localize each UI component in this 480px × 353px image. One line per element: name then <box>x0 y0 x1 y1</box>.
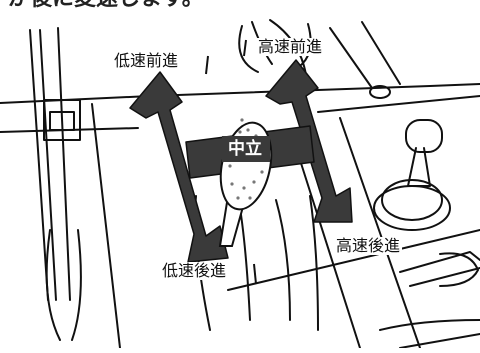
label-low-forward: 低速前進 <box>112 51 181 70</box>
console-slope-mid <box>299 159 361 349</box>
label-high-forward: 高速前進 <box>256 37 325 56</box>
top-caption: が後に変速します。 <box>8 0 204 10</box>
handle-bracket <box>43 99 81 141</box>
console-upper-diagonal <box>329 27 373 89</box>
gate-slot-high <box>275 199 291 321</box>
tick-low-forward <box>205 55 209 75</box>
joystick-base <box>381 179 443 221</box>
label-high-reverse: 高速後進 <box>334 236 403 255</box>
tick-low-reverse <box>253 263 257 285</box>
handle-rod-left-3 <box>39 29 57 301</box>
tick-high-forward <box>243 39 247 57</box>
joystick-base-ring <box>373 185 451 231</box>
cap-top-right <box>369 85 391 99</box>
handle-rod-left <box>29 29 49 301</box>
tool-body <box>439 252 479 287</box>
console-slope-left <box>91 103 121 349</box>
console-upper-diagonal-2 <box>361 21 401 85</box>
handle-bracket-inner <box>49 111 75 131</box>
label-low-reverse: 低速後進 <box>160 261 229 280</box>
console-bottom-right <box>379 319 480 349</box>
gate-slot-high-2 <box>309 195 319 331</box>
handle-rod-left-2 <box>57 27 71 301</box>
console-slope-right <box>339 117 421 349</box>
console-lower-edge <box>227 229 480 291</box>
handle-grip <box>45 229 82 341</box>
joystick-knob <box>405 119 443 153</box>
console-right-panel <box>317 95 480 113</box>
tool-lower-right <box>399 251 480 287</box>
label-neutral: 中立 <box>228 139 262 159</box>
neutral-label-panel <box>222 136 270 162</box>
